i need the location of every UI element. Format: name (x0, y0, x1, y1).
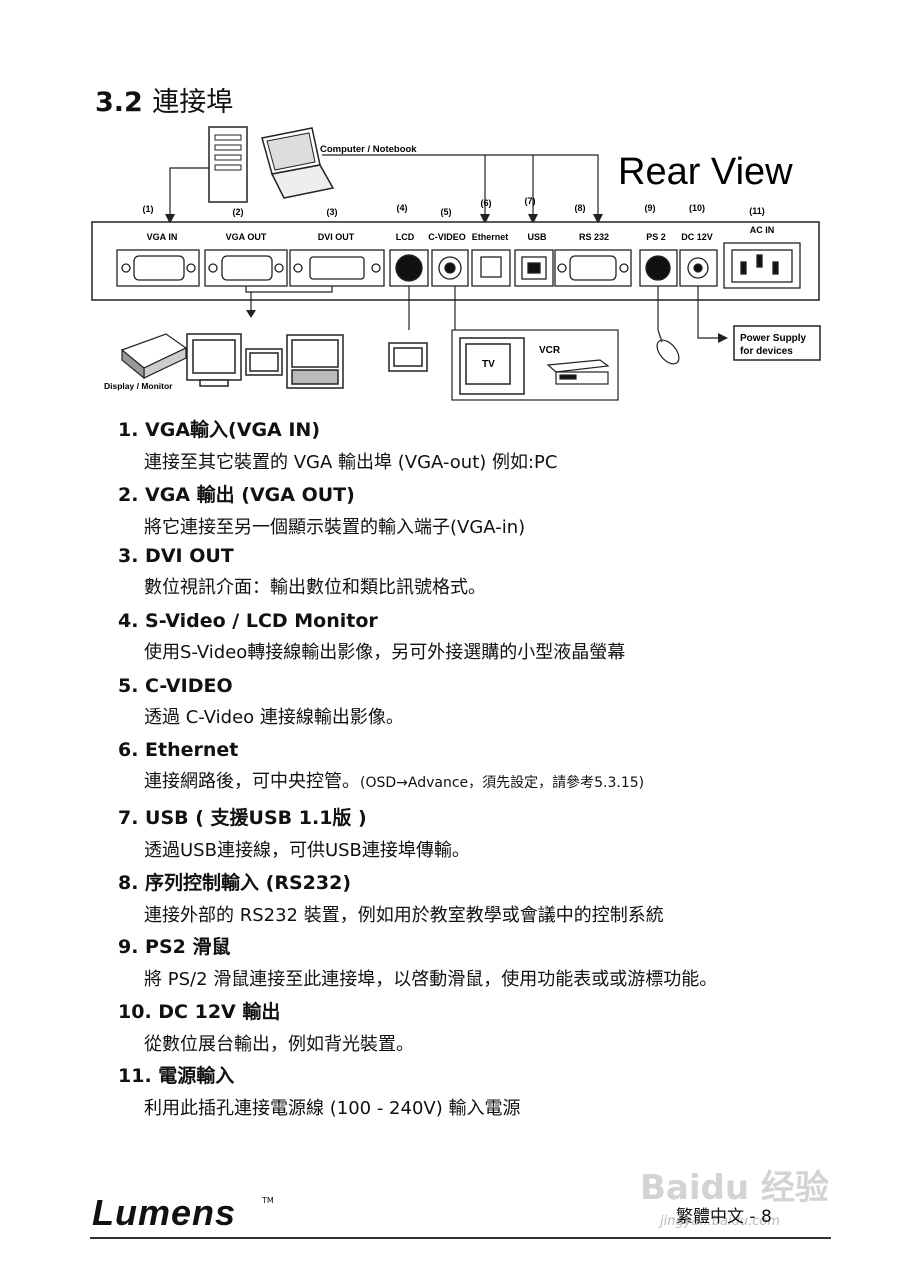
port-7-name: USB (527, 232, 547, 242)
port-10-name: DC 12V (681, 232, 713, 242)
watermark-url: jingyan.baidu.com (660, 1214, 780, 1229)
item-desc: 連接外部的 RS232 裝置，例如用於教室教學或會議中的控制系統 (144, 905, 664, 926)
port-2-name: VGA OUT (226, 232, 267, 242)
port-3-name: DVI OUT (318, 232, 355, 242)
item-3: 3. DVI OUT 數位視訊介面：輸出數位和類比訊號格式。 (118, 545, 858, 599)
item-heading: 11. 電源輸入 (118, 1065, 235, 1087)
item-heading: 1. VGA輸入(VGA IN) (118, 419, 321, 441)
port-5-num: (5) (441, 207, 452, 217)
footer-divider (90, 1237, 831, 1239)
power-supply-box: Power Supply for devices (733, 325, 821, 361)
item-desc: 將它連接至另一個顯示裝置的輸入端子(VGA-in) (144, 517, 526, 538)
item-heading: 2. VGA 輸出 (VGA OUT) (118, 484, 355, 506)
item-heading: 9. PS2 滑鼠 (118, 936, 231, 958)
rear-panel-diagram: Computer / Notebook Rear View (1) VGA IN… (91, 126, 821, 401)
item-4: 4. S-Video / LCD Monitor 使用S-Video轉接線輸出影… (118, 610, 858, 664)
port-8-name: RS 232 (579, 232, 609, 242)
item-desc-main: 連接網路後，可中央控管。 (144, 771, 360, 792)
port-9-name: PS 2 (646, 232, 666, 242)
item-5: 5. C-VIDEO 透過 C-Video 連接線輸出影像。 (118, 675, 858, 729)
lcd-monitor-icon (245, 348, 283, 376)
section-title-text: 連接埠 (152, 87, 234, 118)
item-desc: 連接至其它裝置的 VGA 輸出埠 (VGA-out) 例如:PC (144, 452, 558, 473)
power-label-2: for devices (740, 346, 793, 357)
mouse-icon (656, 329, 680, 365)
watermark: Baidu 经验 (640, 1168, 829, 1208)
lumens-logo: Lumens (92, 1192, 237, 1233)
port-6-name: Ethernet (472, 232, 509, 242)
rear-projection-icon (286, 334, 344, 389)
port-4-name: LCD (396, 232, 415, 242)
computer-label: Computer / Notebook (320, 144, 417, 155)
item-11: 11. 電源輸入 利用此插孔連接電源線 (100 - 240V) 輸入電源 (118, 1061, 858, 1120)
port-5-name: C-VIDEO (428, 232, 466, 242)
port-9-num: (9) (645, 203, 656, 213)
item-desc: 連接網路後，可中央控管。(OSD→Advance，須先設定，請參考5.3.15) (144, 767, 858, 793)
item-desc: 將 PS/2 滑鼠連接至此連接埠，以啓動滑鼠，使用功能表或或游標功能。 (144, 969, 718, 990)
small-lcd-icon (388, 342, 428, 372)
item-heading: 3. DVI OUT (118, 545, 234, 567)
item-heading: 8. 序列控制輸入 (RS232) (118, 872, 352, 894)
section-title: 3.2 連接埠 (95, 80, 233, 119)
item-desc: 數位視訊介面：輸出數位和類比訊號格式。 (144, 577, 486, 598)
item-desc: 從數位展台輸出，例如背光裝置。 (144, 1034, 414, 1055)
item-7: 7. USB ( 支援USB 1.1版 ) 透過USB連接線，可供USB連接埠傳… (118, 803, 858, 862)
vcr-icon (546, 359, 610, 385)
item-desc: 利用此插孔連接電源線 (100 - 240V) 輸入電源 (144, 1098, 521, 1119)
vcr-label: VCR (539, 345, 561, 356)
item-desc-note: (OSD→Advance，須先設定，請參考5.3.15) (360, 775, 645, 791)
item-heading: 6. Ethernet (118, 739, 239, 761)
port-8-num: (8) (575, 203, 586, 213)
port-11-name: AC IN (750, 225, 775, 235)
port-1-name: VGA IN (147, 232, 178, 242)
item-6: 6. Ethernet 連接網路後，可中央控管。(OSD→Advance，須先設… (118, 739, 858, 793)
trademark-mark: TM (262, 1196, 274, 1205)
section-number: 3.2 (95, 87, 143, 118)
projector-icon (120, 333, 188, 380)
item-heading: 10. DC 12V 輸出 (118, 1001, 281, 1023)
port-1-num: (1) (143, 204, 154, 214)
power-label-1: Power Supply (740, 333, 807, 344)
item-8: 8. 序列控制輸入 (RS232) 連接外部的 RS232 裝置，例如用於教室教… (118, 868, 858, 927)
item-heading: 5. C-VIDEO (118, 675, 233, 697)
port-11-num: (11) (749, 206, 765, 216)
display-monitor-label: Display / Monitor (104, 381, 173, 391)
usb-port (514, 249, 554, 287)
item-9: 9. PS2 滑鼠 將 PS/2 滑鼠連接至此連接埠，以啓動滑鼠，使用功能表或或… (118, 932, 858, 991)
laptop-icon (261, 127, 335, 199)
tv-icon (459, 337, 525, 395)
computer-tower-icon (208, 126, 248, 203)
port-6-num: (6) (481, 198, 492, 208)
item-desc: 透過 C-Video 連接線輸出影像。 (144, 707, 404, 728)
port-3-num: (3) (327, 207, 338, 217)
page-number: 繁體中文 - 8 (676, 1207, 772, 1227)
rear-view-title: Rear View (618, 151, 793, 193)
tv-label: TV (482, 359, 495, 370)
item-1: 1. VGA輸入(VGA IN) 連接至其它裝置的 VGA 輸出埠 (VGA-o… (118, 415, 858, 474)
port-2-num: (2) (233, 207, 244, 217)
item-desc: 透過USB連接線，可供USB連接埠傳輸。 (144, 840, 470, 861)
item-2: 2. VGA 輸出 (VGA OUT) 將它連接至另一個顯示裝置的輸入端子(VG… (118, 480, 858, 539)
item-heading: 4. S-Video / LCD Monitor (118, 610, 378, 632)
item-heading: 7. USB ( 支援USB 1.1版 ) (118, 807, 367, 829)
port-4-num: (4) (397, 203, 408, 213)
item-10: 10. DC 12V 輸出 從數位展台輸出，例如背光裝置。 (118, 997, 858, 1056)
crt-monitor-icon (186, 333, 242, 387)
item-desc: 使用S-Video轉接線輸出影像，另可外接選購的小型液晶螢幕 (144, 642, 626, 663)
port-10-num: (10) (689, 203, 705, 213)
port-7-num: (7) (525, 196, 536, 206)
